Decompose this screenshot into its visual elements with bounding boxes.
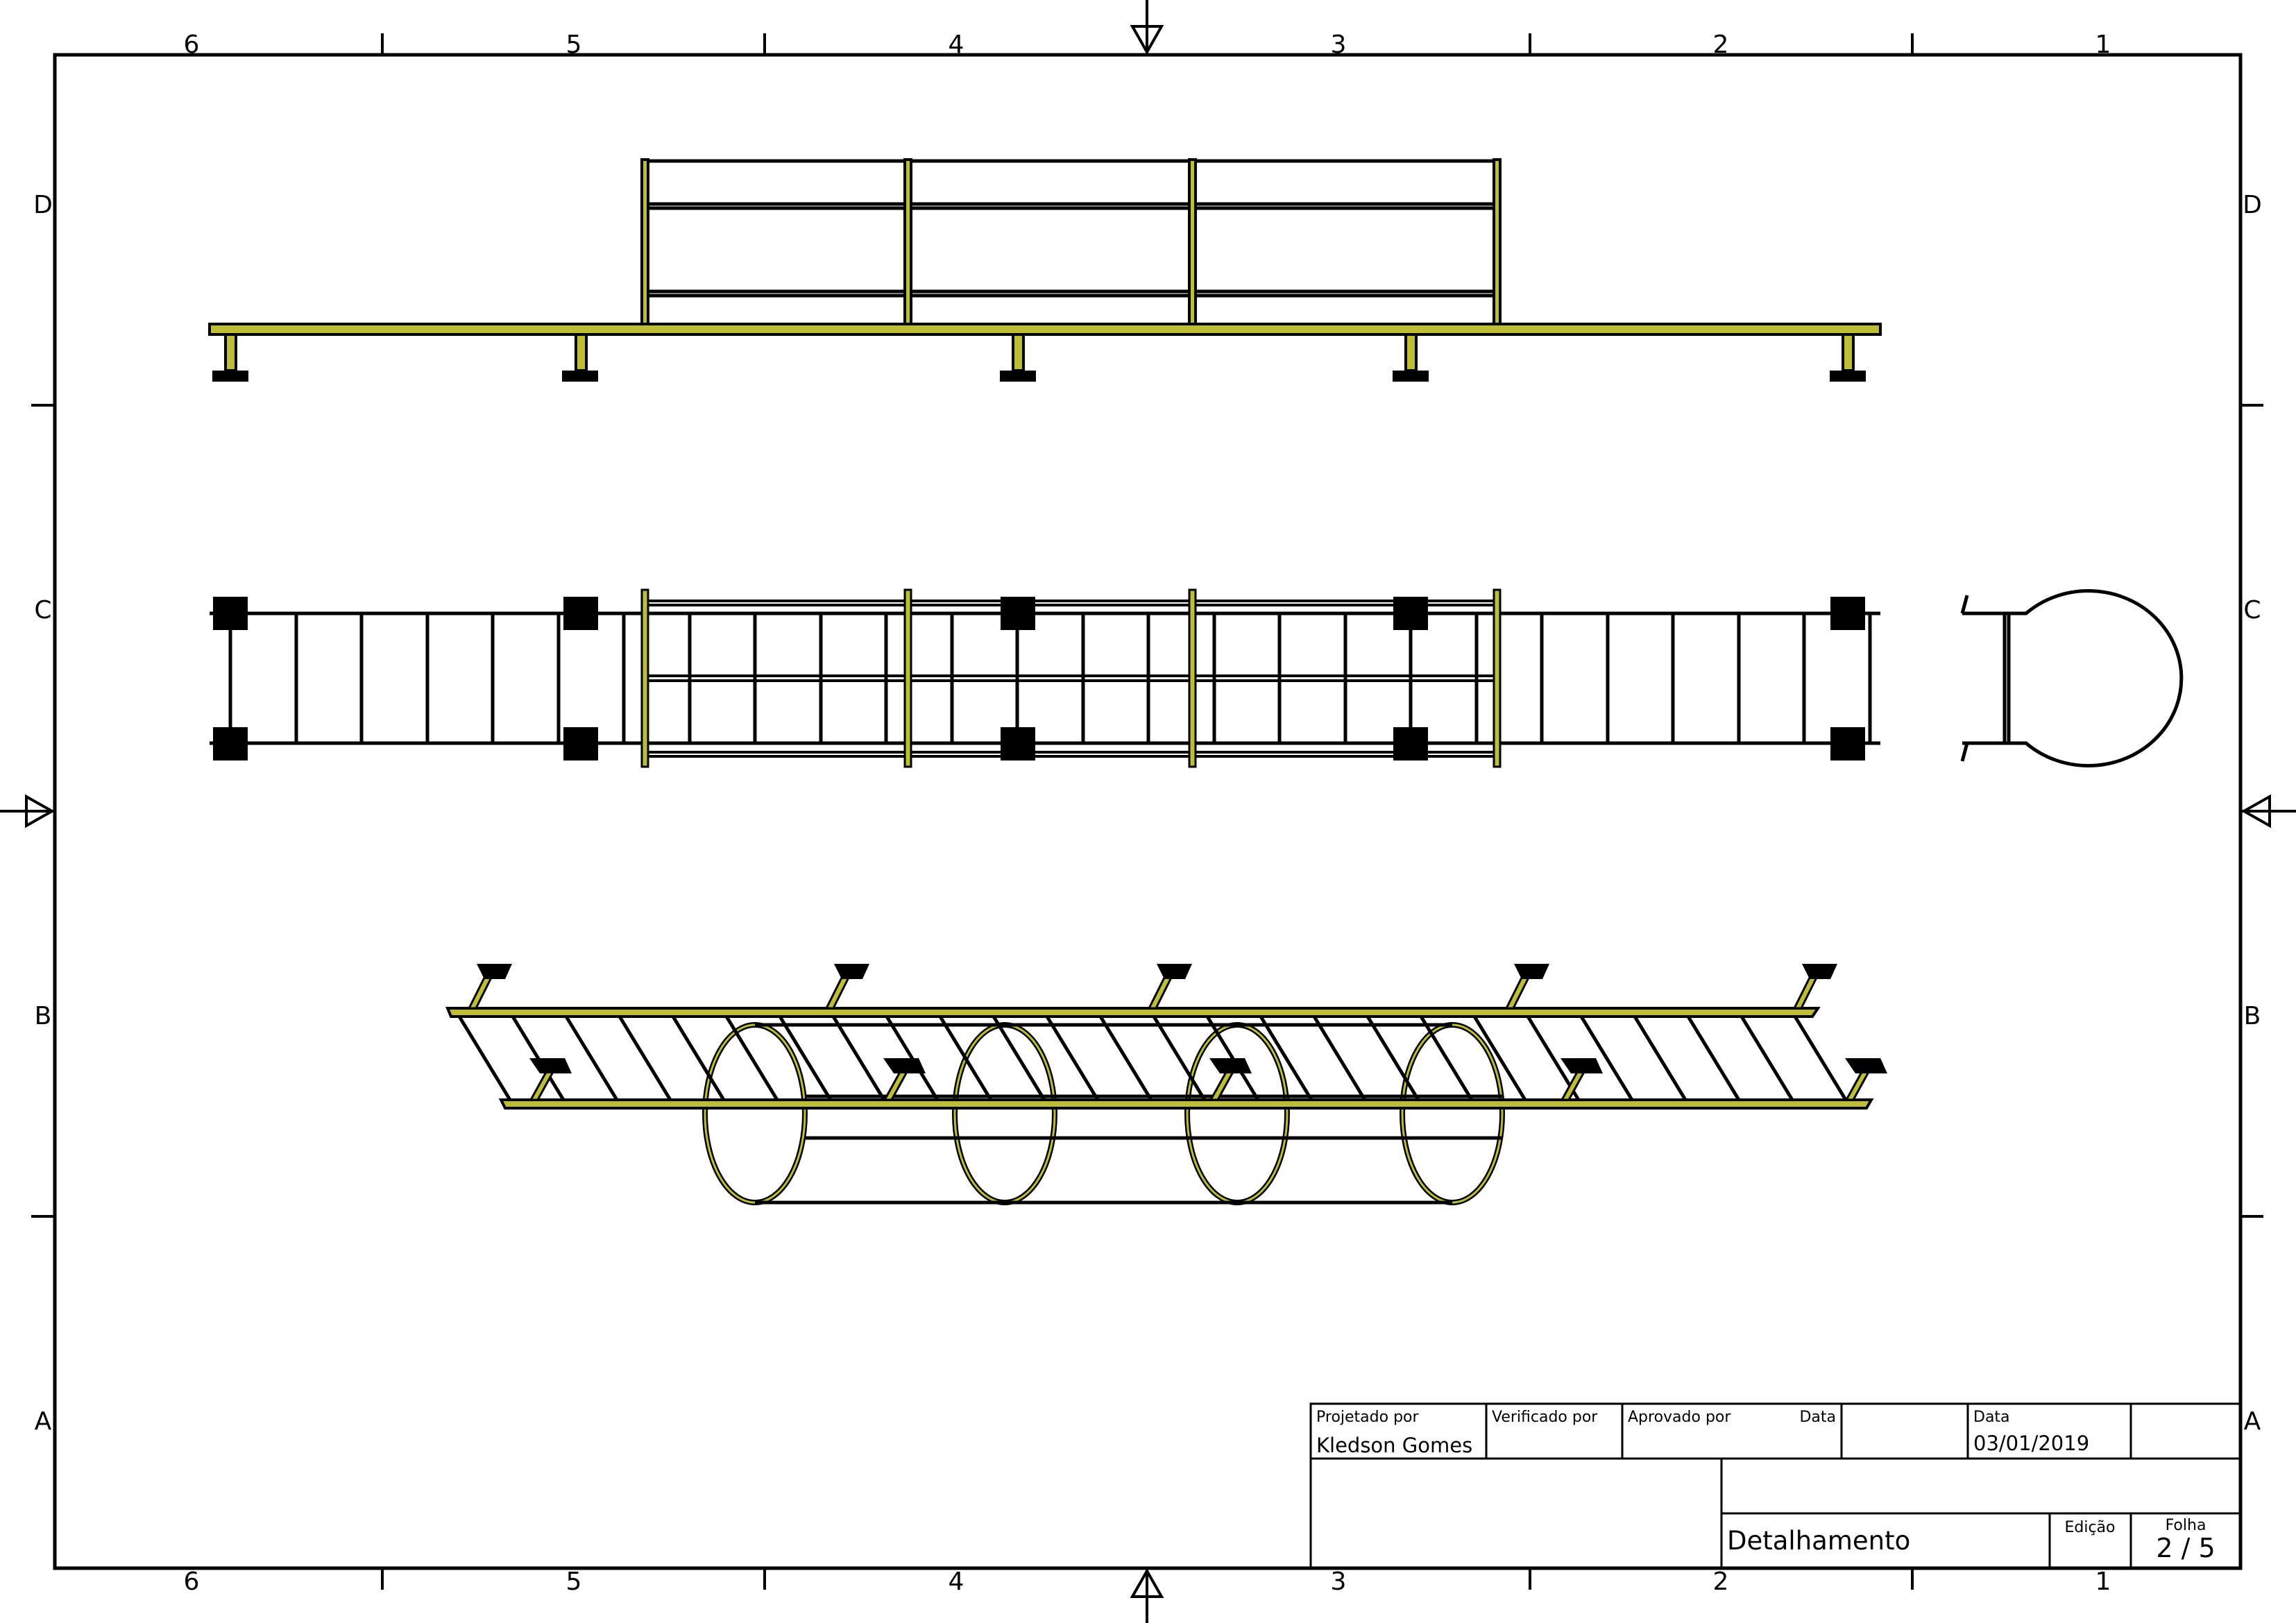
column-labels-bottom: 6 5 4 3 2 1 — [184, 1567, 2111, 1596]
row-labels-left: D C B A — [33, 191, 53, 1436]
iso-supports — [467, 964, 1887, 1101]
guardrail — [643, 159, 1500, 298]
date-value: 03/01/2019 — [1973, 1431, 2089, 1455]
column-label: 4 — [949, 1567, 964, 1596]
sheet-label: Folha — [2166, 1517, 2206, 1534]
row-label: D — [2243, 191, 2262, 219]
column-label: 2 — [1713, 1567, 1729, 1596]
column-label: 1 — [2095, 1567, 2111, 1596]
plan-railing-posts — [640, 588, 1502, 768]
supports — [212, 333, 1866, 382]
plan-base-plates — [213, 597, 1865, 760]
cage-hoops — [702, 1022, 1505, 1205]
row-label: C — [2243, 596, 2261, 624]
column-label: 1 — [2095, 31, 2111, 59]
column-label: 6 — [184, 31, 200, 59]
isometric-view — [445, 964, 1887, 1205]
checked-by-label: Verificado por — [1492, 1409, 1598, 1426]
designed-by-value: Kledson Gomes — [1316, 1434, 1472, 1457]
stringer-back — [445, 1007, 1821, 1018]
row-label: C — [34, 596, 51, 624]
rungs — [228, 613, 1872, 743]
sheet-border — [53, 53, 2243, 1570]
column-label: 5 — [566, 1567, 582, 1596]
row-label: A — [35, 1407, 52, 1436]
centering-arrows — [25, 25, 2271, 1598]
drawing-title: Detalhamento — [1727, 1526, 1910, 1556]
railing-post — [903, 158, 912, 331]
column-label: 3 — [1331, 1567, 1347, 1596]
row-label: D — [33, 191, 53, 219]
end-view — [1960, 589, 2184, 767]
plan-view — [210, 588, 1880, 768]
column-label: 6 — [184, 1567, 200, 1596]
column-label: 5 — [566, 31, 582, 59]
railing-post — [1188, 158, 1197, 331]
approved-by-label: Aprovado por — [1628, 1409, 1731, 1426]
column-labels-top: 6 5 4 3 2 1 — [184, 31, 2111, 59]
title-block: Projetado por Kledson Gomes Verificado p… — [1309, 1402, 2242, 1570]
designed-by-label: Projetado por — [1316, 1409, 1419, 1426]
railing-post — [1493, 158, 1502, 331]
stringer-front — [498, 1098, 1874, 1110]
column-label: 3 — [1331, 31, 1347, 59]
elevation-view — [208, 158, 1882, 382]
deck-beam — [208, 323, 1882, 336]
date-label: Data — [1973, 1409, 2010, 1426]
date-label: Data — [1799, 1409, 1836, 1426]
row-labels-right: D C B A — [2243, 191, 2262, 1436]
sheet-number: 2 / 5 — [2156, 1533, 2215, 1563]
iso-rungs — [457, 1015, 1848, 1101]
row-label: B — [35, 1002, 52, 1030]
row-label: A — [2244, 1407, 2261, 1436]
edition-label: Edição — [2064, 1519, 2115, 1536]
column-label: 2 — [1713, 31, 1729, 59]
railing-post — [640, 158, 649, 331]
row-label: B — [2244, 1002, 2261, 1030]
column-label: 4 — [949, 31, 964, 59]
